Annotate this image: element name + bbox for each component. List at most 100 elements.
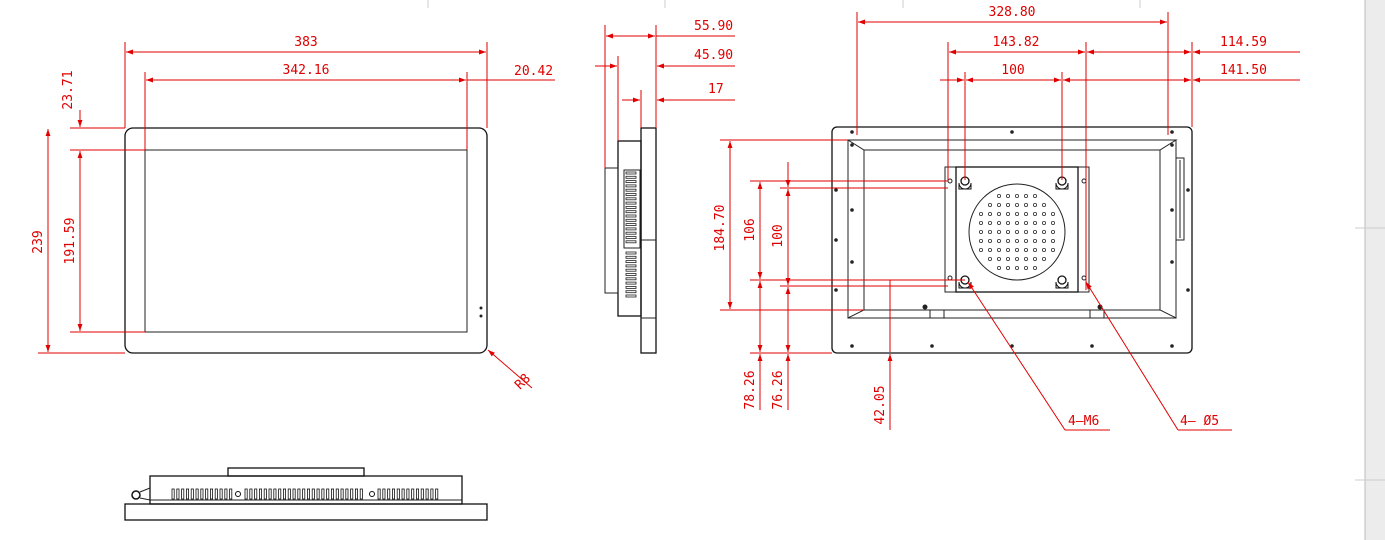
- rear-hole-callout: 4— Ø5: [1180, 414, 1219, 429]
- vent-slot: [244, 488, 248, 500]
- side-total-depth-label: 55.90: [694, 19, 733, 34]
- vent-slot: [625, 210, 637, 214]
- side-bezel-depth-label: 17: [708, 82, 724, 97]
- screw-dot: [850, 344, 854, 348]
- rear-frame-height-label: 184.70: [713, 205, 728, 252]
- speaker-hole: [1024, 211, 1029, 216]
- vent-slot: [249, 488, 253, 500]
- speaker-hole: [1006, 238, 1011, 243]
- speaker-hole: [1033, 256, 1038, 261]
- vent-slot: [282, 488, 286, 500]
- speaker-hole: [997, 202, 1002, 207]
- speaker-hole: [979, 211, 984, 216]
- vent-slot: [268, 488, 272, 500]
- vent-slot: [219, 488, 223, 500]
- vent-slot: [625, 188, 637, 192]
- speaker-hole: [997, 247, 1002, 252]
- speaker-hole: [979, 229, 984, 234]
- vent-slot: [224, 488, 228, 500]
- side-body-depth-label: 45.90: [694, 48, 733, 63]
- screw-dot: [1010, 130, 1014, 134]
- rear-vesa-horizontal-label: 100: [1001, 63, 1024, 78]
- screw-dot: [834, 188, 838, 192]
- speaker-hole: [1015, 256, 1020, 261]
- vent-slot: [625, 268, 637, 272]
- vent-slot: [625, 231, 637, 235]
- screw-dot: [1090, 344, 1094, 348]
- rear-vesa-vertical-label: 100: [771, 224, 786, 247]
- speaker-hole: [1042, 220, 1047, 225]
- speaker-hole: [1042, 211, 1047, 216]
- vent-slot: [625, 290, 637, 294]
- vent-slot: [625, 285, 637, 289]
- vent-slot: [415, 488, 419, 500]
- vent-slot: [200, 488, 204, 500]
- speaker-hole: [1033, 247, 1038, 252]
- vent-slot: [625, 193, 637, 196]
- side-view: 55.90 45.90 17: [595, 19, 735, 354]
- speaker-hole: [1024, 265, 1029, 270]
- vent-slot: [382, 488, 386, 500]
- rear-right-offset-outer-label: 114.59: [1220, 35, 1267, 50]
- vent-slot: [306, 488, 310, 500]
- speaker-hole: [1024, 238, 1029, 243]
- vent-slot: [435, 488, 439, 500]
- speaker-hole: [979, 247, 984, 252]
- speaker-hole: [1024, 247, 1029, 252]
- speaker-hole: [979, 238, 984, 243]
- speaker-hole: [988, 238, 993, 243]
- speaker-hole: [1033, 202, 1038, 207]
- vent-slot: [273, 488, 277, 500]
- vent-slot: [625, 236, 637, 239]
- speaker-hole: [1051, 211, 1056, 216]
- rear-bottom-hole-offset-label: 42.05: [873, 385, 888, 424]
- vent-slot: [625, 223, 637, 227]
- screw-dot: [1170, 344, 1174, 348]
- screw-dot: [834, 288, 838, 292]
- speaker-hole: [997, 229, 1002, 234]
- vent-slot: [195, 488, 199, 500]
- front-width-label: 383: [294, 35, 317, 50]
- speaker-hole: [997, 220, 1002, 225]
- vent-slot: [625, 171, 637, 175]
- vent-slot: [205, 488, 209, 500]
- vent-slot: [254, 488, 258, 500]
- speaker-hole: [1024, 193, 1029, 198]
- vent-slot: [209, 488, 213, 500]
- screw-dot: [1186, 188, 1190, 192]
- vent-slot: [330, 488, 334, 500]
- speaker-hole: [997, 193, 1002, 198]
- vent-slot: [396, 488, 400, 500]
- speaker-hole: [1024, 256, 1029, 261]
- vent-slot: [420, 488, 424, 500]
- speaker-hole: [1015, 202, 1020, 207]
- speaker-hole: [1015, 193, 1020, 198]
- speaker-hole: [988, 256, 993, 261]
- speaker-hole: [1033, 265, 1038, 270]
- vent-slot: [625, 184, 637, 188]
- rear-hole-span-vertical-label: 106: [743, 218, 758, 241]
- screw-dot: [834, 238, 838, 242]
- speaker-hole: [1051, 229, 1056, 234]
- vent-slot: [287, 488, 291, 500]
- speaker-hole: [1024, 220, 1029, 225]
- screw-dot: [1170, 260, 1174, 264]
- vent-slot: [258, 488, 262, 500]
- vent-slot: [340, 488, 344, 500]
- rear-bottom-offset-outer-label: 78.26: [743, 370, 758, 409]
- speaker-hole: [997, 238, 1002, 243]
- speaker-hole: [1033, 229, 1038, 234]
- rear-frame-width-label: 328.80: [989, 5, 1036, 20]
- vent-slot: [625, 273, 637, 276]
- speaker-hole: [1006, 265, 1011, 270]
- vent-slot: [625, 277, 637, 281]
- vent-slot: [311, 488, 315, 500]
- screw-dot: [850, 143, 854, 147]
- speaker-hole: [1015, 220, 1020, 225]
- vent-slot: [625, 175, 637, 179]
- speaker-hole: [1015, 229, 1020, 234]
- speaker-hole: [1051, 220, 1056, 225]
- vent-slot: [326, 488, 330, 500]
- speaker-hole: [988, 220, 993, 225]
- vent-slot: [316, 488, 320, 500]
